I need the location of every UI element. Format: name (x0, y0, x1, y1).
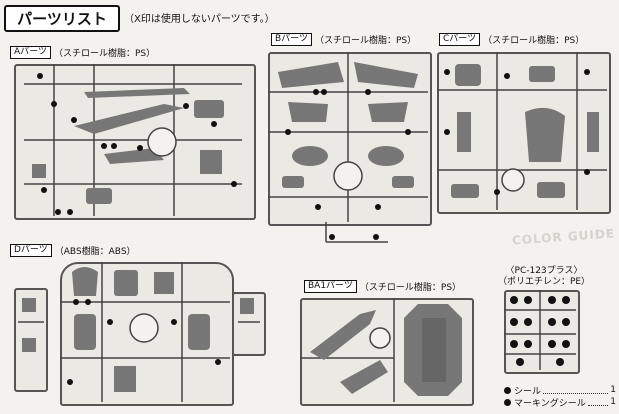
runner-ba1-parts-drawing (300, 298, 462, 402)
page-title: パーツリスト (4, 5, 120, 32)
runner-a-material: （スチロール樹脂：PS） (53, 49, 156, 59)
runner-b-parts-drawing (268, 52, 428, 243)
pc-runner-material: （ポリエチレン：PE） (497, 277, 591, 287)
legend-sticker-label: シール (514, 386, 542, 397)
runner-a-name: Aパーツ (10, 46, 51, 59)
pc-runner-title: 〈PC-123プラス〉 （ポリエチレン：PE） (484, 266, 604, 288)
runner-a-parts-drawing (24, 64, 242, 216)
runner-d-parts-drawing (18, 262, 260, 402)
runner-ba1-material: （スチロール樹脂：PS） (359, 283, 462, 293)
pc-runner-name: 〈PC-123プラス〉 (505, 266, 583, 276)
runner-d-name: Dパーツ (10, 244, 52, 257)
runner-c-name: Cパーツ (439, 33, 481, 46)
leader-dots (587, 399, 609, 406)
pc-runner-parts-drawing (504, 290, 576, 370)
runner-c-parts-drawing (437, 52, 607, 210)
runner-b-name: Bパーツ (271, 33, 312, 46)
bullet-icon (504, 398, 511, 406)
extras-legend: シール 1 マーキングシール 1 (504, 384, 616, 409)
runner-b-label: Bパーツ （スチロール樹脂：PS） (271, 33, 416, 46)
unused-parts-note: （X印は使用しないパーツです。） (124, 14, 275, 25)
runner-ba1-name: BA1パーツ (304, 280, 357, 293)
legend-marking-label: マーキングシール (514, 398, 586, 409)
runner-b-material: （スチロール樹脂：PS） (315, 36, 417, 46)
runner-a-label: Aパーツ （スチロール樹脂：PS） (10, 46, 155, 59)
runner-d-label: Dパーツ （ABS樹脂：ABS） (10, 244, 136, 257)
legend-item-marking-sticker: マーキングシール 1 (504, 396, 616, 409)
runner-ba1-label: BA1パーツ （スチロール樹脂：PS） (304, 280, 461, 293)
legend-marking-count: 1 (610, 397, 616, 407)
bullet-icon (504, 386, 511, 394)
legend-item-sticker: シール 1 (504, 384, 616, 397)
pc-runner-frame (504, 290, 580, 374)
runner-c-material: （スチロール樹脂：PS） (483, 36, 585, 46)
runner-d-material: （ABS樹脂：ABS） (54, 247, 136, 257)
runner-c-label: Cパーツ （スチロール樹脂：PS） (439, 33, 584, 46)
legend-sticker-count: 1 (610, 385, 616, 395)
background-watermark-text: COLOR GUIDE (511, 226, 616, 248)
leader-dots (543, 387, 609, 394)
